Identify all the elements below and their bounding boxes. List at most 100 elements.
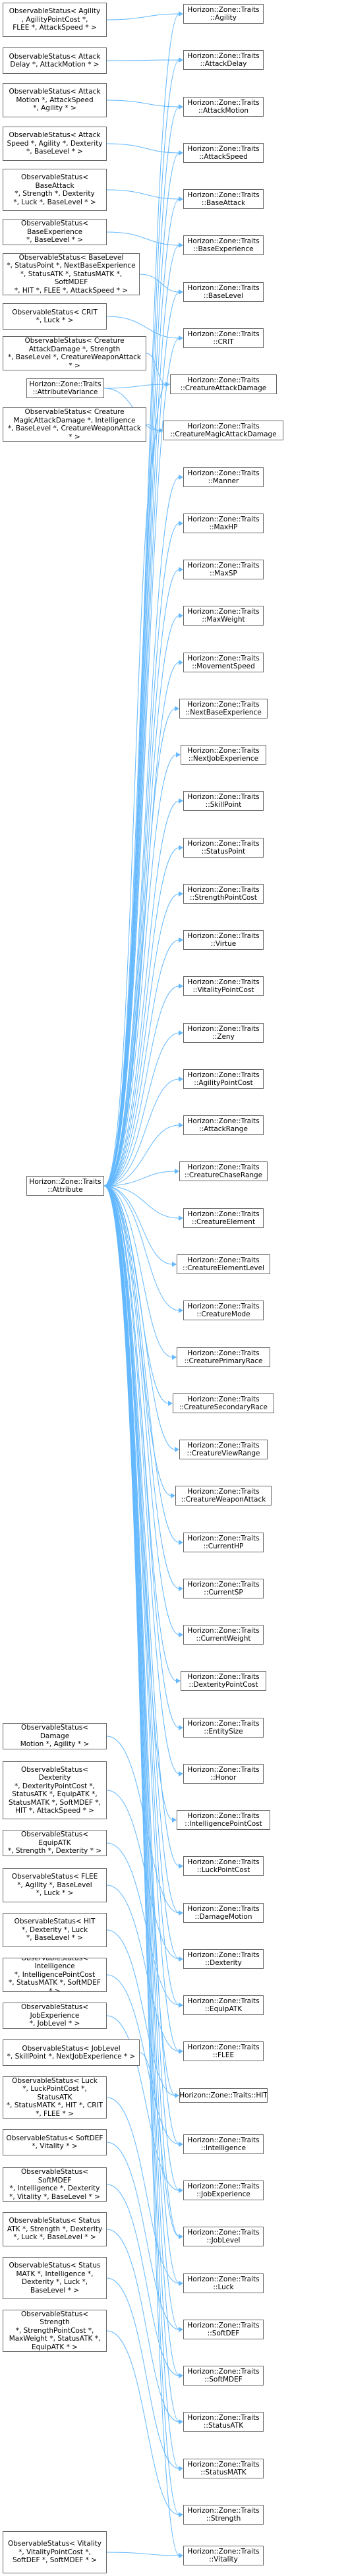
node-os-soft-mdef[interactable]: ObservableStatus< SoftMDEF *, Intelligen… [3, 2167, 107, 2202]
node-trait-attack-range[interactable]: Horizon::Zone::Traits ::AttackRange [183, 1115, 264, 1135]
node-trait-manner[interactable]: Horizon::Zone::Traits ::Manner [183, 467, 264, 487]
node-os-job-level[interactable]: ObservableStatus< JobLevel *, SkillPoint… [3, 2039, 140, 2066]
node-trait-creature-attack-damage[interactable]: Horizon::Zone::Traits ::CreatureAttackDa… [170, 374, 277, 394]
node-os-flee[interactable]: ObservableStatus< FLEE *, Agility *, Bas… [3, 1868, 107, 1902]
node-trait-job-level[interactable]: Horizon::Zone::Traits ::JobLevel [183, 2227, 264, 2246]
node-trait-hit[interactable]: Horizon::Zone::Traits::HIT [179, 2088, 268, 2103]
node-trait-intelligence-point-cost[interactable]: Horizon::Zone::Traits ::IntelligencePoin… [177, 1810, 270, 1830]
node-trait-base-attack[interactable]: Horizon::Zone::Traits ::BaseAttack [183, 189, 264, 209]
node-trait-strength-point-cost[interactable]: Horizon::Zone::Traits ::StrengthPointCos… [183, 884, 264, 904]
node-trait-status-point[interactable]: Horizon::Zone::Traits ::StatusPoint [183, 838, 264, 858]
node-trait-creature-element[interactable]: Horizon::Zone::Traits ::CreatureElement [183, 1208, 264, 1228]
node-trait-current-hp[interactable]: Horizon::Zone::Traits ::CurrentHP [183, 1533, 264, 1552]
node-os-base-level[interactable]: ObservableStatus< BaseLevel *, StatusPoi… [3, 253, 140, 295]
node-label: Horizon::Zone::Traits ::DamageMotion [187, 1904, 260, 1921]
node-trait-attack-speed[interactable]: Horizon::Zone::Traits ::AttackSpeed [183, 143, 264, 163]
node-trait-attack-motion[interactable]: Horizon::Zone::Traits ::AttackMotion [183, 97, 264, 117]
node-trait-creature-mode[interactable]: Horizon::Zone::Traits ::CreatureMode [183, 1301, 264, 1320]
node-trait-creature-weapon-attack[interactable]: Horizon::Zone::Traits ::CreatureWeaponAt… [175, 1486, 272, 1506]
node-os-status-matk[interactable]: ObservableStatus< Status MATK *, Intelli… [3, 2257, 107, 2299]
node-label: Horizon::Zone::Traits ::AttackSpeed [187, 144, 260, 161]
node-trait-max-sp[interactable]: Horizon::Zone::Traits ::MaxSP [183, 560, 264, 579]
node-trait-dexterity-point-cost[interactable]: Horizon::Zone::Traits ::DexterityPointCo… [181, 1671, 266, 1691]
node-trait-base-level[interactable]: Horizon::Zone::Traits ::BaseLevel [183, 282, 264, 302]
node-trait-creature-secondary-race[interactable]: Horizon::Zone::Traits ::CreatureSecondar… [173, 1393, 274, 1413]
inheritance-edge [103, 1185, 180, 1960]
node-trait-max-hp[interactable]: Horizon::Zone::Traits ::MaxHP [183, 513, 264, 533]
node-trait-luck[interactable]: Horizon::Zone::Traits ::Luck [183, 2273, 264, 2293]
node-trait-attack-delay[interactable]: Horizon::Zone::Traits ::AttackDelay [183, 50, 264, 70]
node-os-job-experience[interactable]: ObservableStatus< JobExperience *, JobLe… [3, 2003, 107, 2029]
node-os-status-atk[interactable]: ObservableStatus< Status ATK *, Strength… [3, 2212, 107, 2246]
node-label: Horizon::Zone::Traits ::NextBaseExperien… [185, 700, 262, 717]
node-label: ObservableStatus< BaseAttack *, Strength… [13, 173, 96, 206]
node-os-dexterity[interactable]: ObservableStatus< Dexterity *, Dexterity… [3, 1761, 107, 1819]
node-os-intelligence[interactable]: ObservableStatus< Intelligence *, Intell… [3, 1958, 107, 1992]
node-label: ObservableStatus< BaseLevel *, StatusPoi… [7, 253, 136, 295]
node-trait-virtue[interactable]: Horizon::Zone::Traits ::Virtue [183, 930, 264, 950]
node-trait-soft-mdef[interactable]: Horizon::Zone::Traits ::SoftMDEF [183, 2366, 264, 2386]
node-os-vitality[interactable]: ObservableStatus< Vitality *, VitalityPo… [3, 2531, 107, 2573]
node-trait-status-matk[interactable]: Horizon::Zone::Traits ::StatusMATK [183, 2459, 264, 2478]
node-trait-current-weight[interactable]: Horizon::Zone::Traits ::CurrentWeight [183, 1625, 264, 1645]
node-trait-entity-size[interactable]: Horizon::Zone::Traits ::EntitySize [183, 1718, 264, 1738]
node-trait-movement-speed[interactable]: Horizon::Zone::Traits ::MovementSpeed [183, 653, 264, 672]
node-trait-damage-motion[interactable]: Horizon::Zone::Traits ::DamageMotion [183, 1903, 264, 1923]
node-trait-max-weight[interactable]: Horizon::Zone::Traits ::MaxWeight [183, 606, 264, 626]
node-trait-creature-element-level[interactable]: Horizon::Zone::Traits ::CreatureElementL… [177, 1254, 270, 1274]
node-trait-job-experience[interactable]: Horizon::Zone::Traits ::JobExperience [183, 2181, 264, 2200]
node-trait-creature-view-range[interactable]: Horizon::Zone::Traits ::CreatureViewRang… [179, 1440, 268, 1459]
node-os-agility[interactable]: ObservableStatus< Agility , AgilityPoint… [3, 3, 107, 37]
node-os-base-attack[interactable]: ObservableStatus< BaseAttack *, Strength… [3, 169, 107, 211]
node-trait-status-atk[interactable]: Horizon::Zone::Traits ::StatusATK [183, 2412, 264, 2432]
node-trait-crit[interactable]: Horizon::Zone::Traits ::CRIT [183, 328, 264, 348]
node-trait-strength[interactable]: Horizon::Zone::Traits ::Strength [183, 2505, 264, 2525]
node-os-crit[interactable]: ObservableStatus< CRIT *, Luck * > [3, 303, 107, 330]
inheritance-edge [103, 1032, 180, 1186]
node-label: Horizon::Zone::Traits ::Vitality [187, 2547, 260, 2564]
node-attribute[interactable]: Horizon::Zone::Traits ::Attribute [26, 1176, 104, 1196]
inheritance-edge [103, 1185, 173, 1265]
node-trait-flee[interactable]: Horizon::Zone::Traits ::FLEE [183, 2041, 264, 2061]
node-os-attack-motion[interactable]: ObservableStatus< Attack Motion *, Attac… [3, 83, 107, 117]
node-trait-equip-atk[interactable]: Horizon::Zone::Traits ::EquipATK [183, 1995, 264, 2015]
node-trait-soft-def[interactable]: Horizon::Zone::Traits ::SoftDEF [183, 2320, 264, 2339]
node-os-creature-attack-damage[interactable]: ObservableStatus< Creature AttackDamage … [3, 336, 146, 370]
node-trait-intelligence[interactable]: Horizon::Zone::Traits ::Intelligence [183, 2134, 264, 2154]
node-trait-next-base-experience[interactable]: Horizon::Zone::Traits ::NextBaseExperien… [179, 699, 268, 718]
node-label: Horizon::Zone::Traits ::MaxSP [187, 561, 260, 578]
node-os-attack-delay[interactable]: ObservableStatus< Attack Delay *, Attack… [3, 47, 107, 74]
node-trait-skill-point[interactable]: Horizon::Zone::Traits ::SkillPoint [183, 791, 264, 811]
node-trait-dexterity[interactable]: Horizon::Zone::Traits ::Dexterity [183, 1949, 264, 1969]
node-trait-honor[interactable]: Horizon::Zone::Traits ::Honor [183, 1764, 264, 1784]
node-trait-current-sp[interactable]: Horizon::Zone::Traits ::CurrentSP [183, 1579, 264, 1598]
node-os-damage-motion[interactable]: ObservableStatus< Damage Motion *, Agili… [3, 1723, 107, 1749]
node-label: ObservableStatus< JobLevel *, SkillPoint… [7, 2044, 136, 2061]
node-os-strength[interactable]: ObservableStatus< Strength *, StrengthPo… [3, 2310, 107, 2352]
node-trait-base-experience[interactable]: Horizon::Zone::Traits ::BaseExperience [183, 235, 264, 255]
node-trait-agility[interactable]: Horizon::Zone::Traits ::Agility [183, 4, 264, 24]
node-label: Horizon::Zone::Traits ::CreatureElementL… [183, 1256, 264, 1273]
node-trait-creature-magic-attack-damage[interactable]: Horizon::Zone::Traits ::CreatureMagicAtt… [163, 421, 283, 440]
node-trait-creature-primary-race[interactable]: Horizon::Zone::Traits ::CreaturePrimaryR… [177, 1347, 270, 1367]
node-trait-creature-chase-range[interactable]: Horizon::Zone::Traits ::CreatureChaseRan… [179, 1161, 268, 1181]
node-trait-luck-point-cost[interactable]: Horizon::Zone::Traits ::LuckPointCost [183, 1856, 264, 1876]
node-os-soft-def[interactable]: ObservableStatus< SoftDEF *, Vitality * … [3, 2129, 107, 2155]
node-trait-agility-point-cost[interactable]: Horizon::Zone::Traits ::AgilityPointCost [183, 1069, 264, 1089]
node-trait-vitality[interactable]: Horizon::Zone::Traits ::Vitality [183, 2546, 264, 2565]
node-trait-next-job-experience[interactable]: Horizon::Zone::Traits ::NextJobExperienc… [181, 745, 266, 765]
node-label: ObservableStatus< Status MATK *, Intelli… [9, 2262, 101, 2295]
node-os-creature-magic-attack-damage[interactable]: ObservableStatus< Creature MagicAttackDa… [3, 407, 146, 442]
node-os-base-experience[interactable]: ObservableStatus< BaseExperience *, Base… [3, 219, 107, 245]
node-os-luck[interactable]: ObservableStatus< Luck *, LuckPointCost … [3, 2076, 107, 2119]
node-trait-vitality-point-cost[interactable]: Horizon::Zone::Traits ::VitalityPointCos… [183, 976, 264, 996]
node-os-equip-atk[interactable]: ObservableStatus< EquipATK *, Strength *… [3, 1830, 107, 1856]
arrowhead-icon [165, 382, 170, 387]
node-attribute-variance[interactable]: Horizon::Zone::Traits ::AttributeVarianc… [26, 378, 104, 398]
node-label: Horizon::Zone::Traits ::Virtue [187, 931, 260, 949]
node-os-attack-speed[interactable]: ObservableStatus< Attack Speed *, Agilit… [3, 127, 107, 161]
node-os-hit[interactable]: ObservableStatus< HIT *, Dexterity *, Lu… [3, 1913, 107, 1947]
inheritance-edge [106, 2015, 180, 2191]
node-trait-zeny[interactable]: Horizon::Zone::Traits ::Zeny [183, 1023, 264, 1043]
